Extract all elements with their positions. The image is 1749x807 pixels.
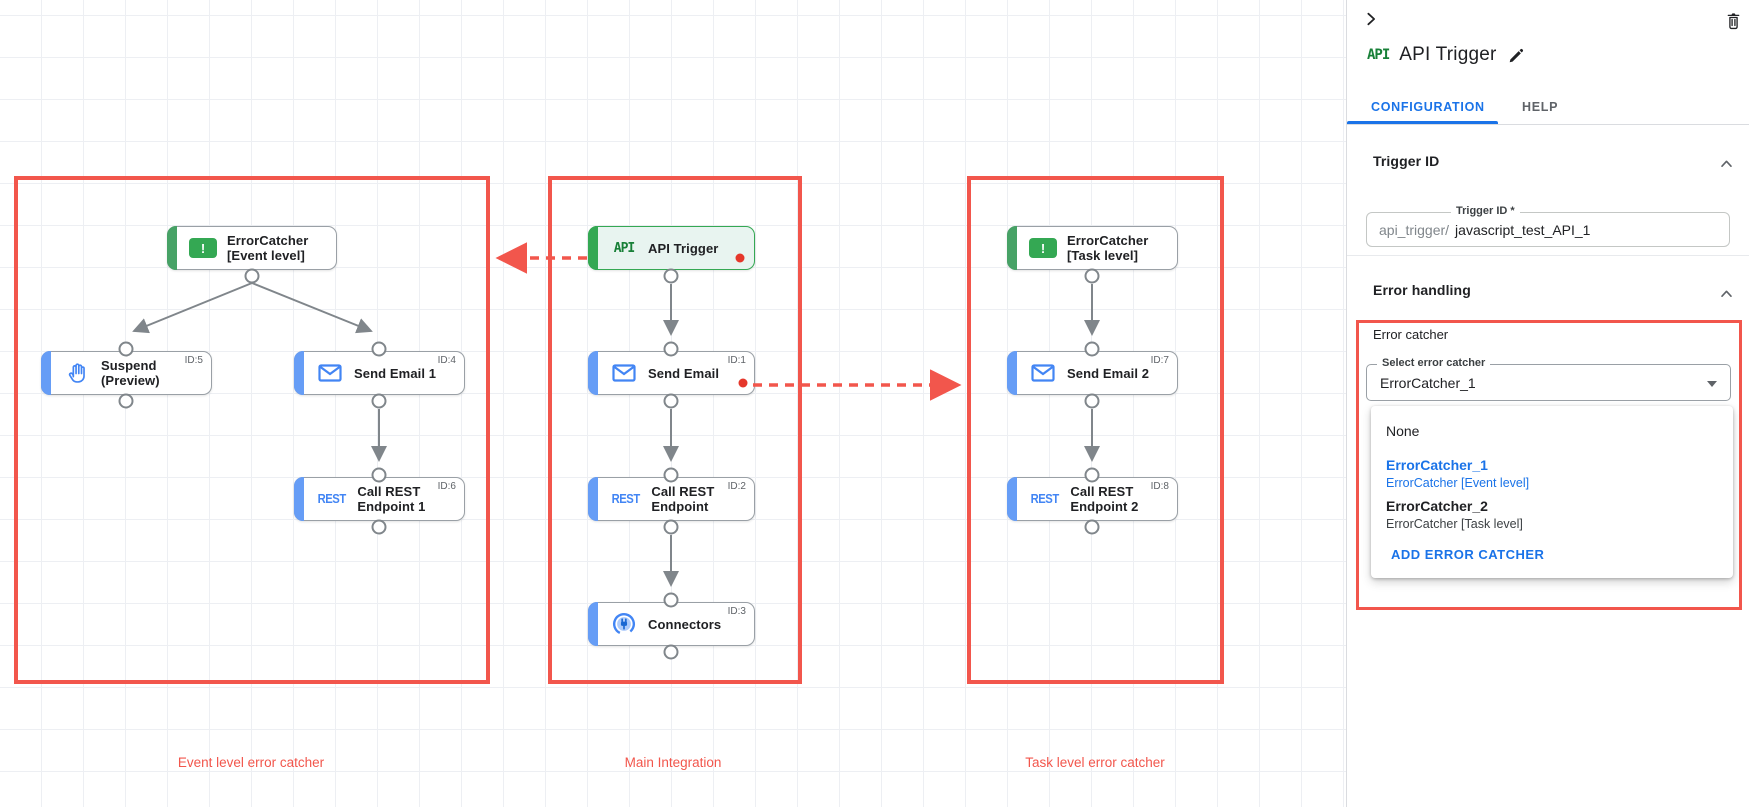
- tab-divider: [1347, 124, 1749, 125]
- node-label: ErrorCatcher [Task level]: [1067, 233, 1149, 263]
- node-call-rest-endpoint[interactable]: REST Call REST Endpoint ID:2: [588, 477, 755, 521]
- option-errorcatcher-1-sub[interactable]: ErrorCatcher [Event level]: [1386, 476, 1530, 490]
- config-panel: API API Trigger CONFIGURATION HELP Trigg…: [1346, 0, 1749, 807]
- node-accent: [294, 351, 304, 395]
- node-send-email[interactable]: Send Email ID:1: [588, 351, 755, 395]
- node-accent: [1007, 351, 1017, 395]
- node-send-email-2[interactable]: Send Email 2 ID:7: [1007, 351, 1178, 395]
- node-label: Suspend (Preview): [101, 358, 160, 388]
- panel-title: API Trigger: [1399, 44, 1497, 65]
- node-id-badge: ID:5: [184, 355, 203, 366]
- group-label-task-level: Task level error catcher: [1025, 755, 1165, 770]
- node-accent: [588, 477, 598, 521]
- node-label: Call REST Endpoint 2: [1070, 484, 1139, 514]
- node-label: Connectors: [648, 616, 722, 632]
- node-id-badge: ID:6: [437, 481, 456, 492]
- option-errorcatcher-2[interactable]: ErrorCatcher_2: [1386, 498, 1488, 514]
- option-none[interactable]: None: [1386, 423, 1420, 439]
- option-errorcatcher-2-sub[interactable]: ErrorCatcher [Task level]: [1386, 517, 1523, 531]
- node-suspend[interactable]: Suspend (Preview) ID:5: [41, 351, 212, 395]
- api-trigger-icon: API: [1367, 47, 1390, 63]
- trigger-id-value: javascript_test_API_1: [1455, 221, 1591, 238]
- section-trigger-id[interactable]: Trigger ID: [1373, 153, 1440, 169]
- rest-icon: REST: [611, 492, 641, 506]
- section-error-handling[interactable]: Error handling: [1373, 282, 1471, 298]
- node-label: ErrorCatcher [Event level]: [227, 233, 309, 263]
- node-label: Call REST Endpoint 1: [357, 484, 426, 514]
- node-accent: [588, 226, 598, 270]
- node-label: Send Email: [648, 365, 720, 381]
- trigger-id-prefix: api_trigger/: [1379, 221, 1450, 238]
- section-divider: [1347, 255, 1749, 256]
- rest-icon: REST: [1030, 492, 1060, 506]
- node-accent: [588, 351, 598, 395]
- group-label-event-level: Event level error catcher: [177, 755, 325, 770]
- node-errorcatcher-event[interactable]: ! ErrorCatcher [Event level]: [167, 226, 337, 270]
- envelope-icon: [1029, 364, 1057, 382]
- node-errorcatcher-task[interactable]: ! ErrorCatcher [Task level]: [1007, 226, 1178, 270]
- node-id-badge: ID:2: [727, 481, 746, 492]
- group-label-main-integration: Main Integration: [624, 755, 722, 770]
- node-label: API Trigger: [648, 240, 719, 256]
- api-icon: API: [613, 240, 635, 256]
- error-icon: !: [1029, 238, 1057, 258]
- trigger-id-field[interactable]: Trigger ID * api_trigger/ javascript_tes…: [1366, 205, 1730, 247]
- node-accent: [41, 351, 51, 395]
- node-api-trigger[interactable]: API API Trigger: [588, 226, 755, 270]
- node-accent: [1007, 226, 1017, 270]
- tab-configuration[interactable]: CONFIGURATION: [1371, 100, 1485, 114]
- select-error-catcher-value: ErrorCatcher_1: [1380, 374, 1476, 391]
- node-label: Send Email 1: [354, 365, 437, 381]
- canvas-edges: [118, 242, 1100, 660]
- rest-icon: REST: [317, 492, 347, 506]
- add-error-catcher-button[interactable]: ADD ERROR CATCHER: [1391, 547, 1545, 562]
- envelope-icon: [610, 364, 638, 382]
- node-connectors[interactable]: Connectors ID:3: [588, 602, 755, 646]
- dropdown-caret-icon: [1707, 381, 1717, 387]
- node-accent: [1007, 477, 1017, 521]
- active-tab-underline: [1347, 121, 1498, 124]
- tab-help[interactable]: HELP: [1522, 100, 1559, 114]
- select-error-catcher-label: Select error catcher: [1377, 357, 1491, 369]
- node-accent: [588, 602, 598, 646]
- node-id-badge: ID:3: [727, 606, 746, 617]
- integration-canvas[interactable]: ! ErrorCatcher [Event level] Suspend (Pr…: [0, 0, 1346, 807]
- node-accent: [294, 477, 304, 521]
- node-send-email-1[interactable]: Send Email 1 ID:4: [294, 351, 465, 395]
- collapse-panel-icon[interactable]: [1361, 9, 1381, 29]
- node-accent: [167, 226, 177, 270]
- envelope-icon: [316, 364, 344, 382]
- error-catcher-dropdown: None ErrorCatcher_1 ErrorCatcher [Event …: [1371, 406, 1733, 578]
- hand-icon: [63, 362, 91, 384]
- select-error-catcher[interactable]: Select error catcher ErrorCatcher_1: [1366, 357, 1731, 401]
- node-id-badge: ID:1: [727, 355, 746, 366]
- edit-title-icon[interactable]: [1507, 45, 1527, 65]
- error-icon: !: [189, 238, 217, 258]
- node-id-badge: ID:7: [1150, 355, 1169, 366]
- delete-trigger-icon[interactable]: [1723, 10, 1743, 30]
- node-id-badge: ID:8: [1150, 481, 1169, 492]
- node-label: Call REST Endpoint: [651, 484, 715, 514]
- option-errorcatcher-1[interactable]: ErrorCatcher_1: [1386, 457, 1488, 473]
- node-call-rest-endpoint-1[interactable]: REST Call REST Endpoint 1 ID:6: [294, 477, 465, 521]
- chevron-up-icon[interactable]: [1720, 155, 1733, 173]
- node-label: Send Email 2: [1067, 365, 1150, 381]
- connectors-icon: [610, 612, 638, 636]
- node-call-rest-endpoint-2[interactable]: REST Call REST Endpoint 2 ID:8: [1007, 477, 1178, 521]
- error-catcher-label: Error catcher: [1373, 327, 1449, 342]
- trigger-id-field-label: Trigger ID *: [1451, 205, 1520, 217]
- node-id-badge: ID:4: [437, 355, 456, 366]
- chevron-up-icon[interactable]: [1720, 285, 1733, 303]
